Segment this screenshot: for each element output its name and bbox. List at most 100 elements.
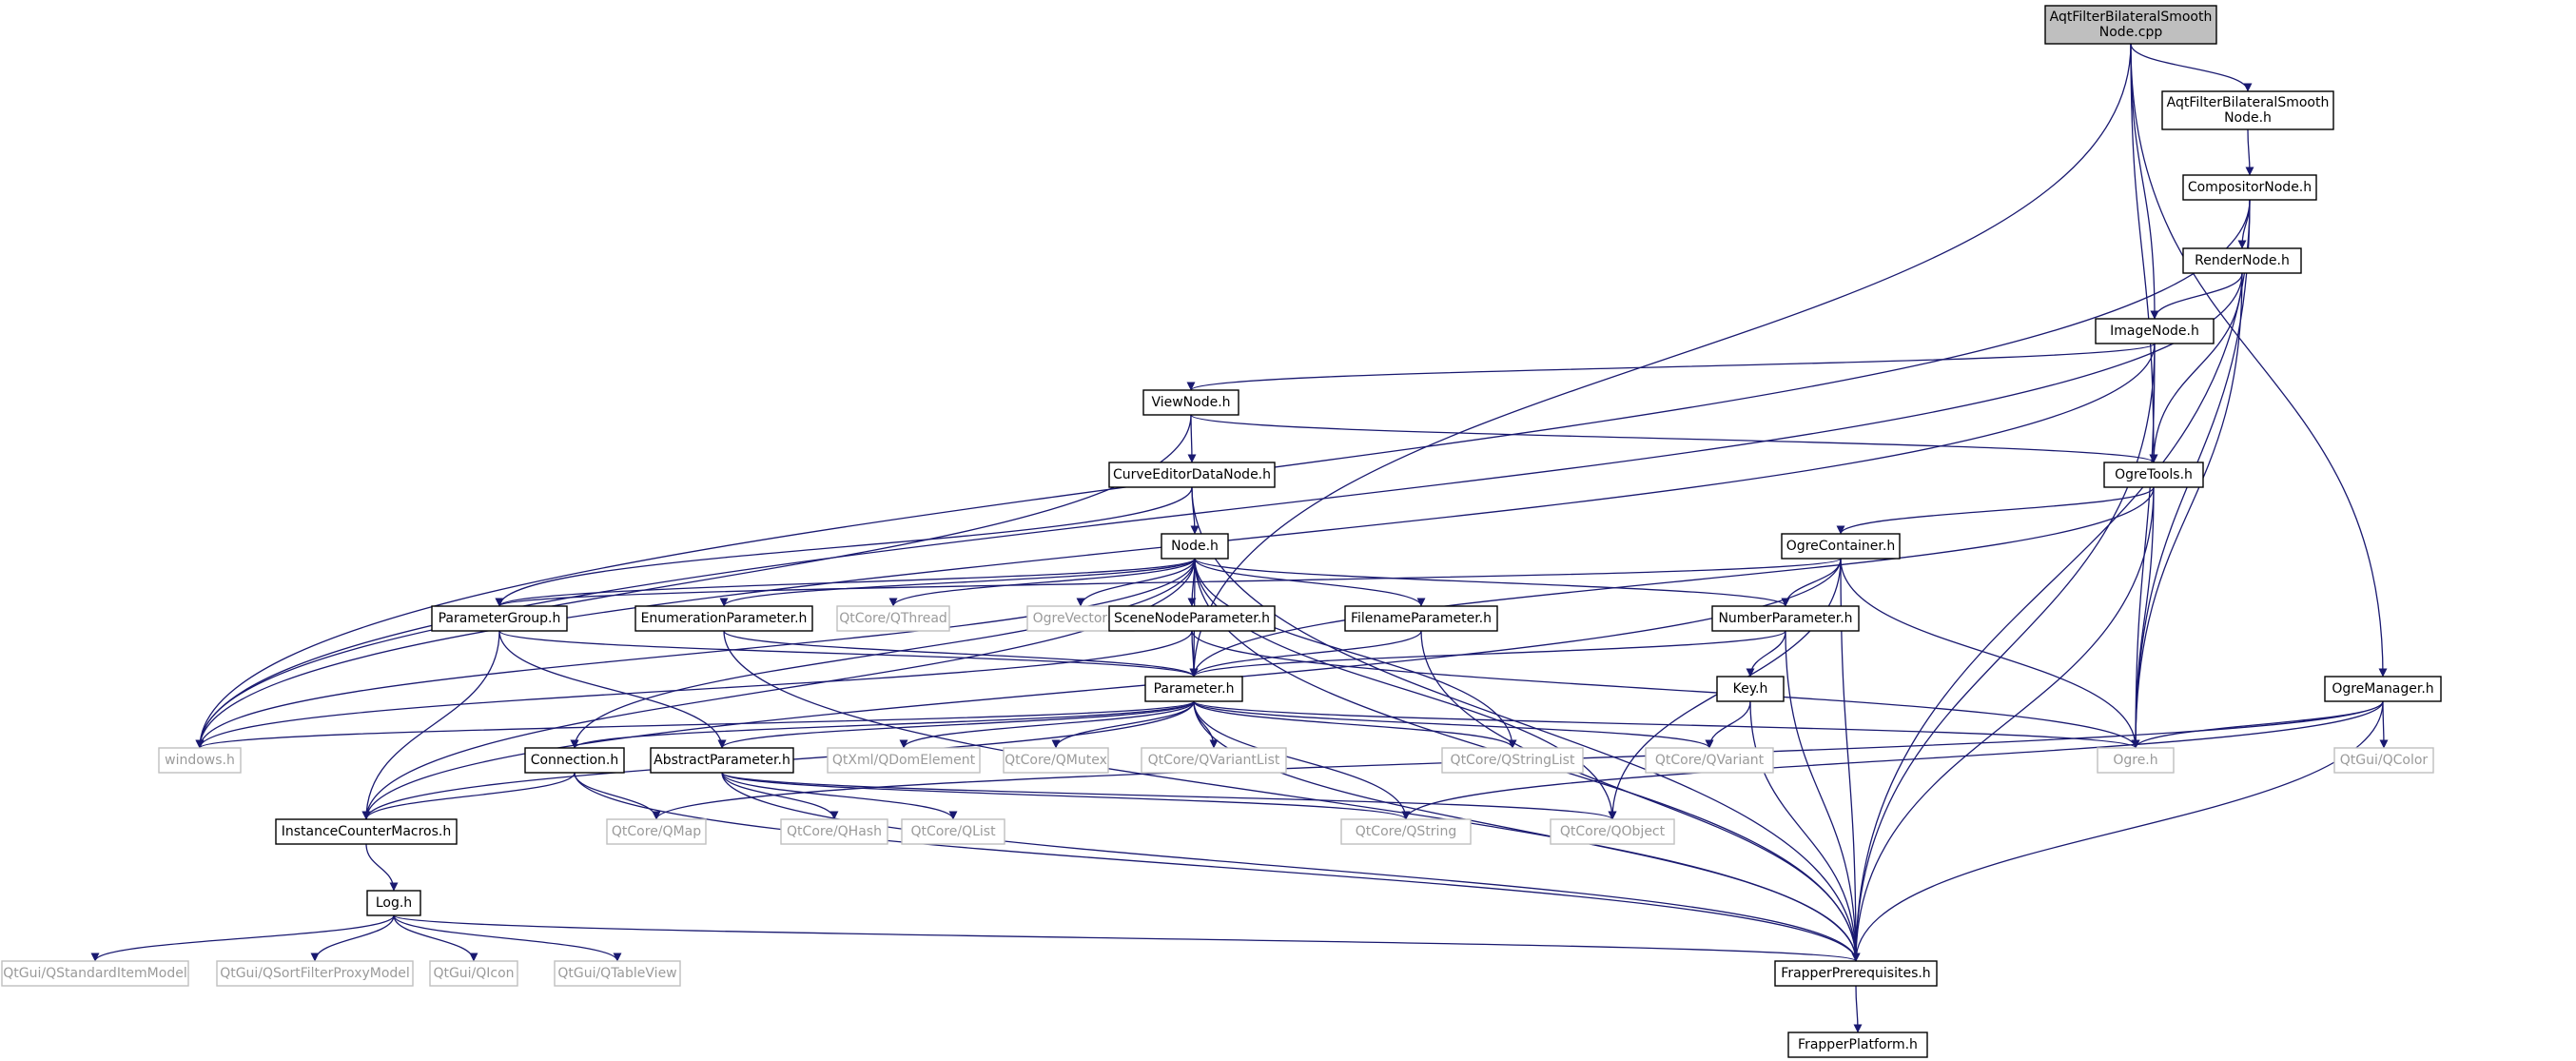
node-box	[2103, 462, 2204, 488]
node-label: QtCore/QList	[910, 824, 996, 839]
node-label: ImageNode.h	[2110, 324, 2199, 339]
node-box	[836, 605, 950, 632]
edge-parameter-to-qvariant	[1193, 700, 1714, 749]
node-qicon: QtGui/QIcon	[429, 960, 518, 987]
node-label: QtCore/QVariant	[1655, 753, 1765, 768]
edge-curve-to-paramgroup	[495, 486, 1193, 607]
node-label: EnumerationParameter.h	[641, 611, 808, 626]
node-label: QtCore/QString	[1356, 824, 1456, 839]
node-node[interactable]: Node.h	[1161, 533, 1229, 560]
edge-paramgroup-to-abstractparam	[498, 630, 727, 749]
node-label: QtCore/QStringList	[1451, 753, 1575, 768]
edge-compositor-to-frapperprereq	[1851, 199, 2251, 962]
node-label: QtCore/QHash	[787, 824, 882, 839]
node-box	[1716, 676, 1785, 702]
node-label: Parameter.h	[1154, 681, 1235, 697]
node-qlist: QtCore/QList	[901, 818, 1005, 845]
node-label: CompositorNode.h	[2188, 180, 2312, 195]
node-box	[431, 605, 568, 632]
node-label: Node.h	[2224, 110, 2272, 126]
node-box	[1, 960, 189, 987]
node-label: AqtFilterBilateralSmooth	[2167, 95, 2330, 110]
node-render[interactable]: RenderNode.h	[2182, 247, 2302, 274]
node-box	[1441, 747, 1584, 774]
node-key[interactable]: Key.h	[1716, 676, 1785, 702]
node-label: OgreVector3.h	[1033, 611, 1129, 626]
node-label: OgreContainer.h	[1786, 539, 1895, 554]
edge-render-to-ogretools	[2149, 272, 2243, 463]
edge-log-to-frapperprereq	[393, 914, 1860, 962]
edge-node-to-qobject	[1194, 558, 1617, 820]
edge-node-to-windows	[195, 558, 1196, 749]
node-filename[interactable]: FilenameParameter.h	[1344, 605, 1498, 632]
node-icm[interactable]: InstanceCounterMacros.h	[275, 818, 458, 845]
node-box	[158, 747, 242, 774]
edge-view-to-ogretools	[1190, 414, 2158, 463]
node-log[interactable]: Log.h	[366, 890, 421, 916]
node-label: QtXml/QDomElement	[832, 753, 976, 768]
edge-numberparam-to-frapperprereq	[1785, 630, 1861, 962]
edge-root-to-ogremanager	[2130, 43, 2388, 678]
edge-frapperprereq-to-frapperplatform	[1853, 985, 1863, 1033]
node-frapperprereq[interactable]: FrapperPrerequisites.h	[1774, 960, 1938, 987]
node-view[interactable]: ViewNode.h	[1142, 389, 1239, 416]
node-box	[1344, 605, 1498, 632]
node-qsim: QtGui/QStandardItemModel	[1, 960, 189, 987]
edge-parameter-to-windows	[195, 700, 1195, 749]
edge-parameter-to-qstringlist	[1193, 700, 1517, 749]
node-ogremanager[interactable]: OgreManager.h	[2324, 676, 2442, 702]
node-box	[2161, 90, 2334, 130]
node-parameter[interactable]: Parameter.h	[1144, 676, 1243, 702]
node-windows: windows.h	[158, 747, 242, 774]
node-box	[2333, 747, 2434, 774]
edge-node-to-connection	[570, 558, 1196, 749]
edge-log-to-qicon	[393, 914, 478, 962]
edge-ogretools-to-ogrecontainer	[1836, 486, 2155, 535]
node-ogretools[interactable]: OgreTools.h	[2103, 462, 2204, 488]
node-image[interactable]: ImageNode.h	[2095, 318, 2215, 344]
edge-log-to-qtableview	[393, 914, 622, 962]
edge-log-to-qsfpm	[310, 914, 395, 962]
edge-node-to-enumparam	[719, 558, 1196, 607]
node-label: ParameterGroup.h	[439, 611, 561, 626]
node-box	[1645, 747, 1774, 774]
edge-root-to-aqth	[2130, 43, 2253, 92]
node-label: CurveEditorDataNode.h	[1113, 467, 1271, 482]
node-frapperplatform[interactable]: FrapperPlatform.h	[1787, 1032, 1928, 1058]
node-label: NumberParameter.h	[1718, 611, 1852, 626]
node-scenenode[interactable]: SceneNodeParameter.h	[1108, 605, 1276, 632]
edge-image-to-ogreh	[2131, 343, 2156, 749]
node-qstring: QtCore/QString	[1340, 818, 1472, 845]
node-label: QtGui/QSortFilterProxyModel	[220, 966, 410, 981]
node-box	[901, 818, 1005, 845]
node-ogrecontainer[interactable]: OgreContainer.h	[1781, 533, 1901, 560]
node-box	[2044, 5, 2217, 45]
edge-node-to-icm	[361, 558, 1196, 820]
node-connection[interactable]: Connection.h	[524, 747, 625, 774]
node-label: Key.h	[1733, 681, 1768, 697]
edge-ogretools-to-parameter	[1189, 486, 2155, 678]
node-label: QtGui/QColor	[2340, 753, 2429, 768]
node-curve[interactable]: CurveEditorDataNode.h	[1108, 462, 1276, 488]
node-box	[275, 818, 458, 845]
edge-paramgroup-to-parameter	[498, 630, 1199, 678]
node-compositor[interactable]: CompositorNode.h	[2182, 174, 2317, 201]
node-box	[1774, 960, 1938, 987]
node-label: FrapperPlatform.h	[1798, 1037, 1918, 1052]
node-paramgroup[interactable]: ParameterGroup.h	[431, 605, 568, 632]
node-box	[1711, 605, 1860, 632]
node-box	[1161, 533, 1229, 560]
edge-render-to-windows	[195, 272, 2243, 749]
node-numberparam[interactable]: NumberParameter.h	[1711, 605, 1860, 632]
edge-abstractparam-to-qhash	[721, 772, 839, 820]
node-label: FrapperPrerequisites.h	[1781, 966, 1930, 981]
node-abstractparam[interactable]: AbstractParameter.h	[650, 747, 794, 774]
node-label: Node.cpp	[2099, 25, 2163, 40]
node-qmap: QtCore/QMap	[606, 818, 707, 845]
node-label: QtGui/QStandardItemModel	[3, 966, 186, 981]
edge-aqth-to-compositor	[2245, 128, 2254, 176]
node-box	[1781, 533, 1901, 560]
node-enumparam[interactable]: EnumerationParameter.h	[634, 605, 813, 632]
